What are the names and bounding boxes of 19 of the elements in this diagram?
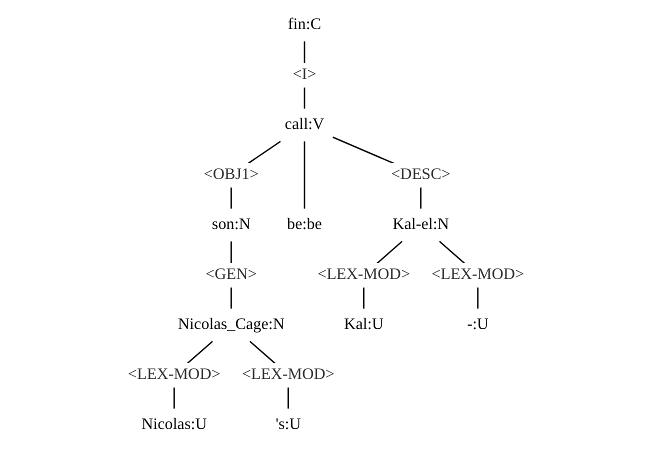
edge-label: <LEX-MOD> bbox=[242, 366, 335, 384]
edge-label: <LEX-MOD> bbox=[128, 366, 220, 384]
node-text: Kal-el:N bbox=[392, 216, 450, 234]
node-text: son:N bbox=[212, 216, 250, 234]
node-text: call:V bbox=[284, 116, 324, 134]
edge-label: <DESC> bbox=[391, 166, 451, 184]
node-text: 's:U bbox=[276, 416, 301, 434]
connector bbox=[304, 141, 306, 209]
edge-label: <OBJ1> bbox=[204, 166, 259, 184]
edge-label: <LEX-MOD> bbox=[317, 266, 410, 284]
node-text: -:U bbox=[467, 316, 489, 334]
edge-label: <LEX-MOD> bbox=[432, 266, 524, 284]
node-text: be:be bbox=[287, 216, 322, 234]
node-text: Nicolas_Cage:N bbox=[178, 316, 285, 334]
edge-label: <I> bbox=[292, 66, 316, 84]
node-text: Nicolas:U bbox=[141, 416, 207, 434]
edge-label: <GEN> bbox=[206, 266, 257, 284]
node-text: fin:C bbox=[288, 16, 322, 34]
node-text: Kal:U bbox=[344, 316, 384, 334]
